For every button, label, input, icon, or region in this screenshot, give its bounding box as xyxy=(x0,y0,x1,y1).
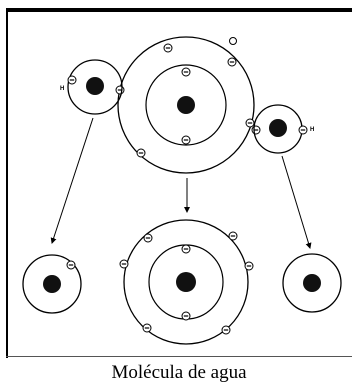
arrow-right xyxy=(281,155,312,249)
electron xyxy=(181,67,191,77)
free-electron xyxy=(229,37,237,45)
hydrogen-atom-right xyxy=(282,253,342,313)
electron xyxy=(227,57,237,67)
hydrogen-label-left: H xyxy=(60,86,64,92)
electron xyxy=(115,85,125,95)
electron xyxy=(136,148,146,158)
bottom-border xyxy=(6,356,352,357)
oxygen-atom xyxy=(119,219,254,345)
hydrogen-atom-left xyxy=(22,254,82,314)
figure-caption: Molécula de agua xyxy=(111,362,247,383)
hydrogen-atom-right-bonded: H xyxy=(253,104,314,154)
electron xyxy=(245,118,255,128)
electron xyxy=(251,125,261,135)
top-border xyxy=(6,8,352,12)
hydrogen-label-right: H xyxy=(310,127,314,133)
electron xyxy=(163,43,173,53)
oxygen-atom-bonded xyxy=(115,36,261,174)
water-molecule-diagram: H H xyxy=(22,36,342,345)
left-border xyxy=(6,8,8,358)
arrow-left xyxy=(50,117,94,244)
electron xyxy=(181,135,191,145)
hydrogen-atom-left-bonded: H xyxy=(60,59,123,115)
